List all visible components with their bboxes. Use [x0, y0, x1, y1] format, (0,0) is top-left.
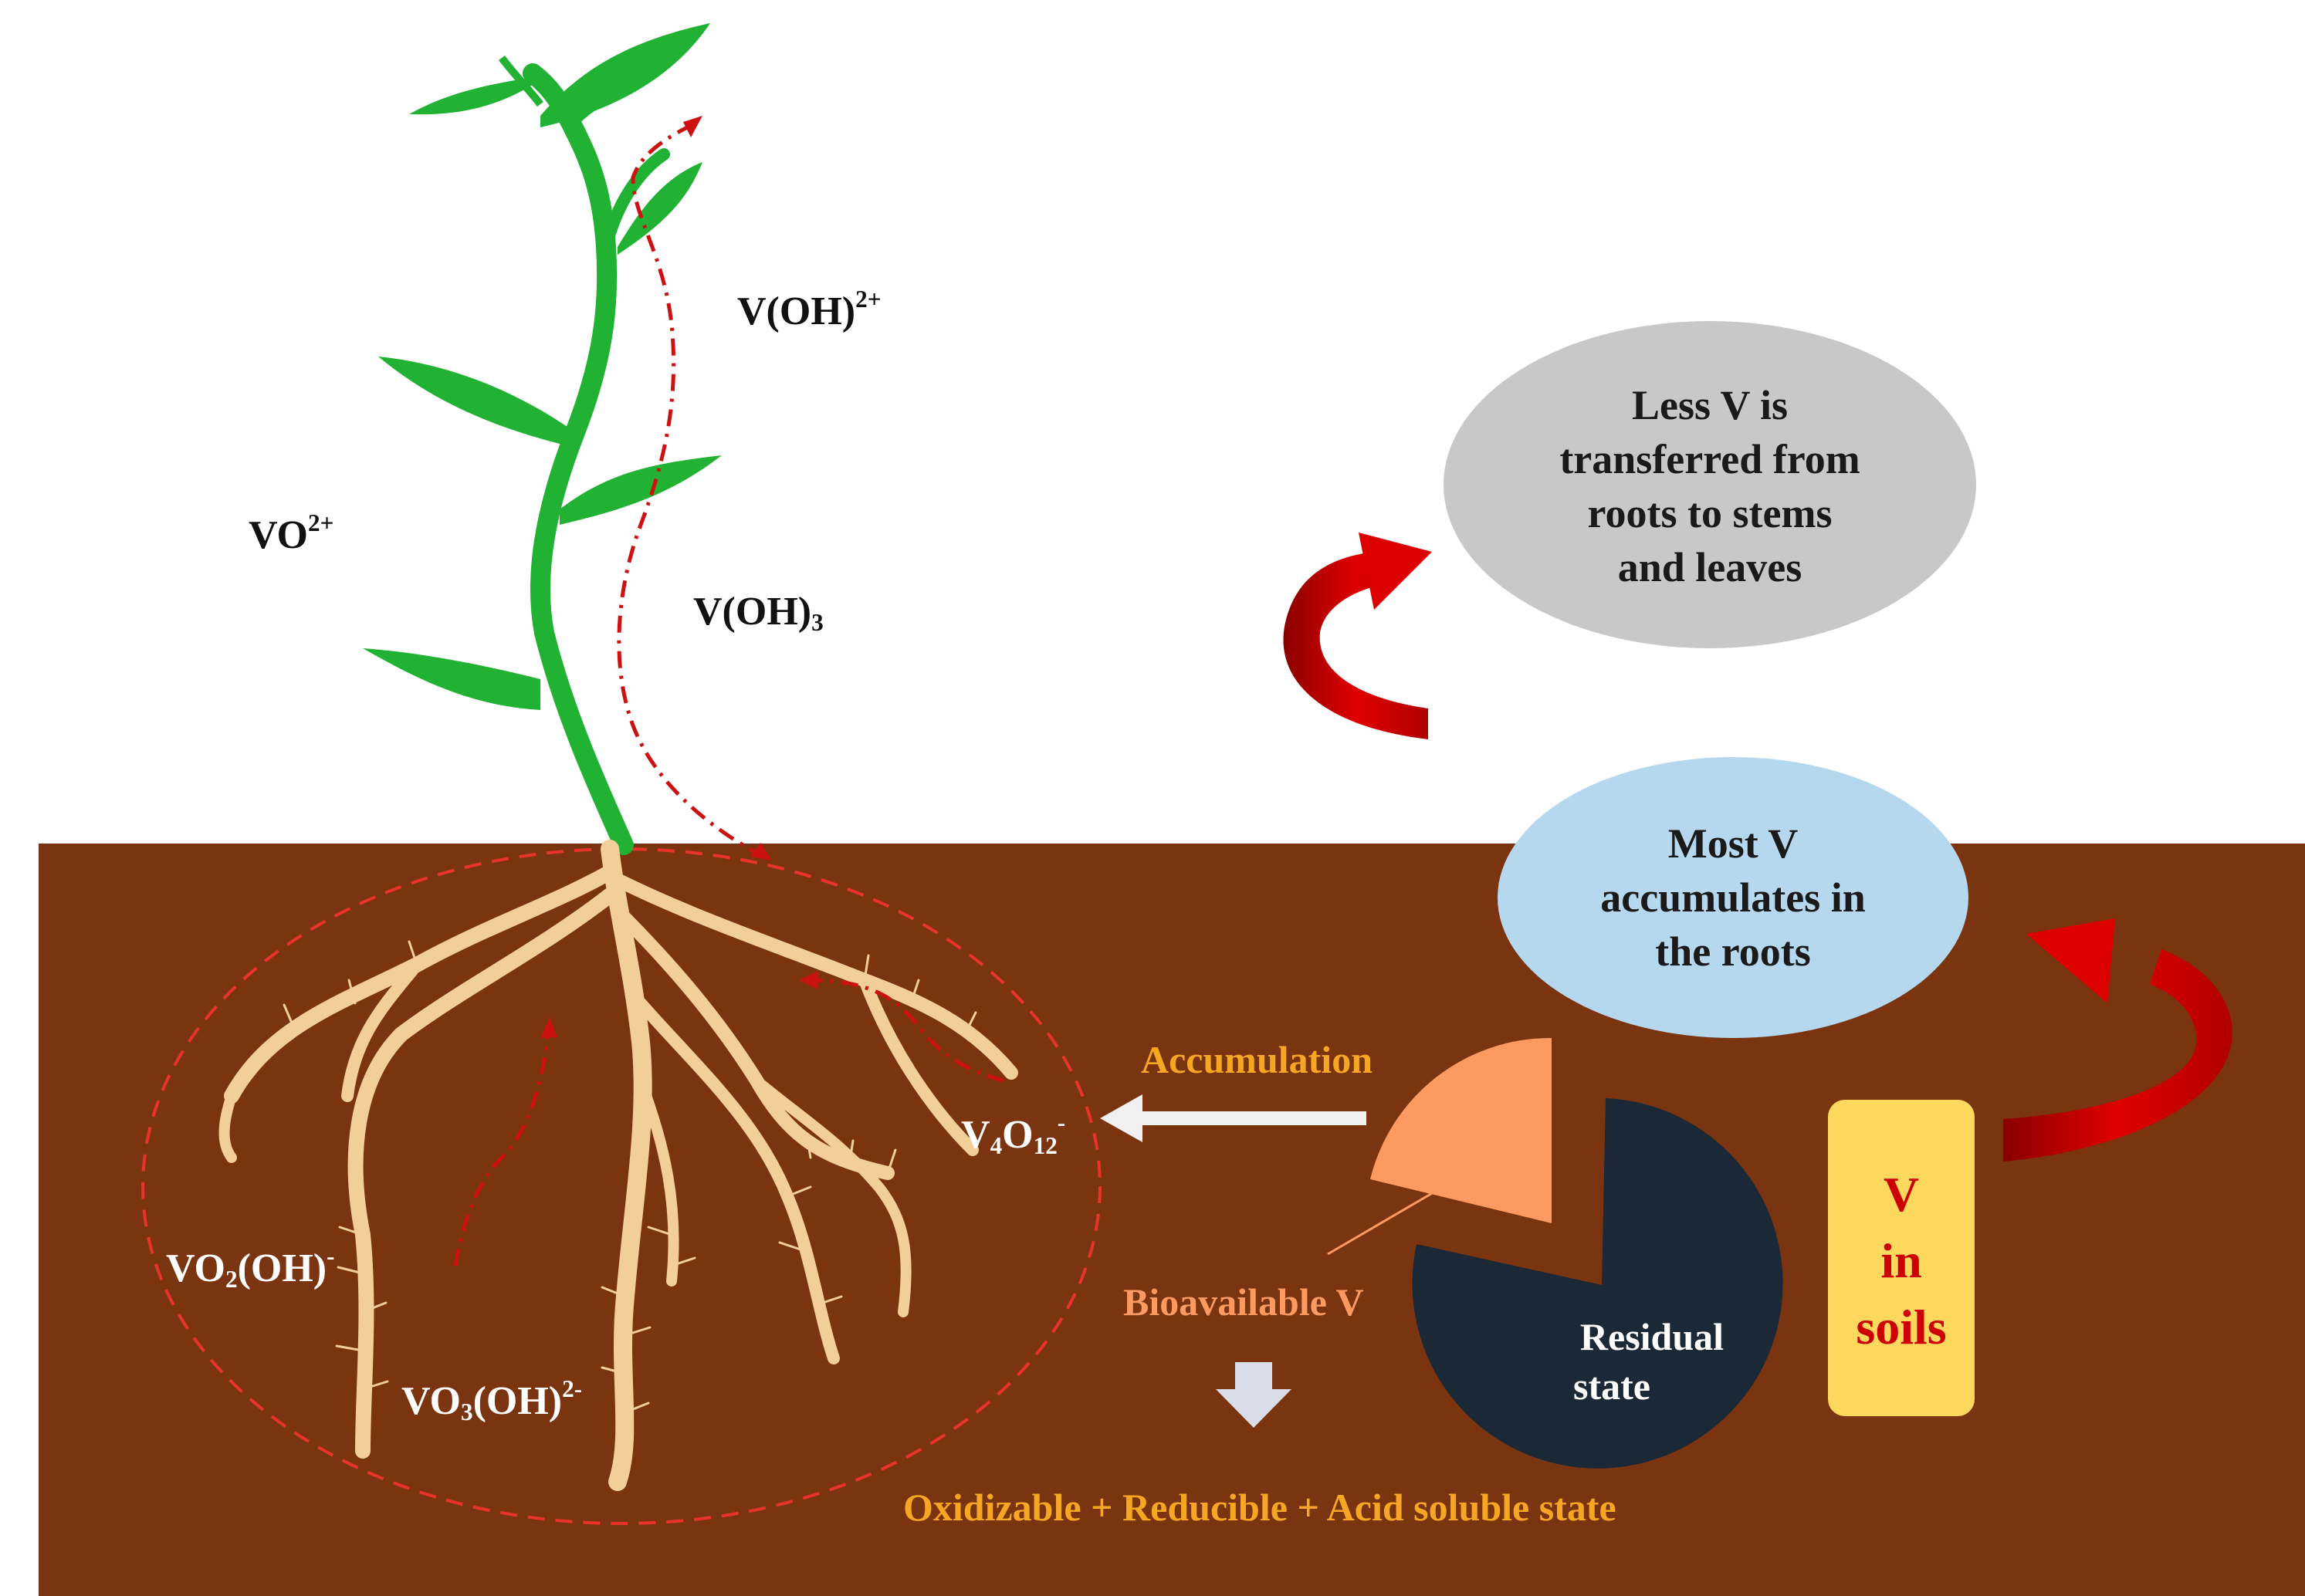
bioavailable-leader — [1327, 1172, 1467, 1256]
less-v-text: Less V is transferred from roots to stem… — [1559, 382, 1860, 590]
label-vo2oh: VO2(OH)- — [166, 1243, 335, 1293]
less-v-bubble — [1444, 321, 1976, 648]
curved-arrow-icon — [1283, 533, 1432, 739]
fractions-label: Oxidizable + Reducible + Acid soluble st… — [903, 1486, 1616, 1529]
root-zone-outline — [141, 847, 1102, 1525]
residual-slice — [1412, 1098, 1783, 1469]
leaf — [560, 455, 722, 525]
label-voh3: V(OH)3 — [693, 590, 824, 636]
label-vo3oh: VO3(OH)2- — [401, 1375, 583, 1425]
transport-arrowheads — [540, 116, 818, 1038]
plant-shoot — [363, 23, 722, 855]
label-v4o12: V4O12- — [961, 1109, 1066, 1159]
left-arrow-icon — [1100, 1094, 1366, 1142]
leaf — [618, 162, 702, 255]
transport-path — [453, 121, 1004, 1266]
label-vo2plus: VO2+ — [249, 509, 334, 557]
leaf — [409, 77, 533, 115]
leaf — [540, 23, 710, 127]
leaf — [499, 55, 543, 107]
label-voh2plus: V(OH)2+ — [737, 286, 882, 333]
accumulation-label: Accumulation — [1141, 1038, 1373, 1081]
pie-chart — [1327, 1037, 1783, 1469]
residual-label: Residual state — [1573, 1315, 1725, 1408]
leaf — [378, 357, 575, 448]
most-v-bubble — [1498, 757, 1968, 1038]
leaf — [363, 648, 540, 710]
most-v-text: Most V accumulates in the roots — [1600, 820, 1866, 975]
bioavailable-slice — [1370, 1037, 1552, 1223]
v-in-soils-box — [1828, 1100, 1975, 1416]
bioavailable-label: Bioavailable V — [1123, 1280, 1364, 1324]
down-arrow-icon — [1216, 1362, 1291, 1428]
plant-roots — [218, 840, 1018, 1491]
curved-arrow-icon — [2003, 918, 2232, 1161]
v-in-soils-label: V in soils — [1856, 1167, 1947, 1354]
